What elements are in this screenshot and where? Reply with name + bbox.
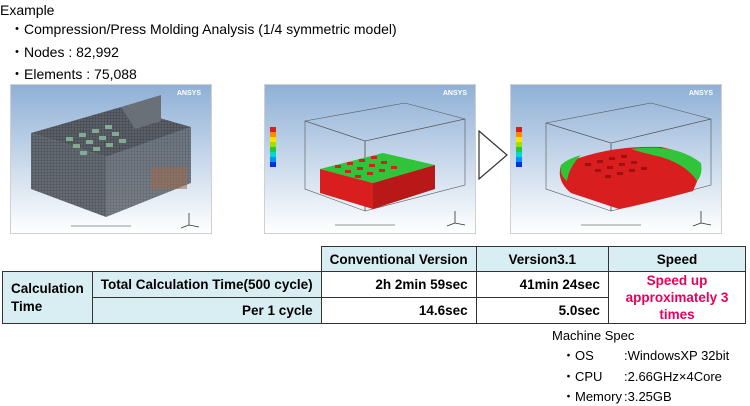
row-label-total: Total Calculation Time(500 cycle) xyxy=(91,271,322,298)
header-version31: Version3.1 xyxy=(475,246,609,272)
result-image-version31: ANSYS xyxy=(511,85,721,233)
panel3-brand: ANSYS xyxy=(689,90,713,97)
legend-color-bar xyxy=(270,127,276,167)
cell-total-conventional: 2h 2min 59sec xyxy=(320,271,477,298)
header-speed: Speed xyxy=(607,246,747,272)
machine-spec-title: Machine Spec xyxy=(552,328,635,343)
spec-cpu-value: :2.66GHz×4Core xyxy=(624,369,722,384)
arrow-right-icon xyxy=(478,130,508,180)
panel2-brand: ANSYS xyxy=(443,90,467,97)
result-panel-conventional: ANSYS xyxy=(264,84,476,234)
row-label-per-cycle: Per 1 cycle xyxy=(91,297,322,324)
mesh-model-image: ANSYS xyxy=(11,85,211,233)
description-line-nodes: ・Nodes : 82,992 xyxy=(10,44,119,60)
result-image-conventional: ANSYS xyxy=(265,85,475,233)
mesh-model-panel: ANSYS xyxy=(10,84,212,234)
speed-result: Speed up approximately 3 times xyxy=(607,271,747,324)
header-conventional-version: Conventional Version xyxy=(320,246,477,272)
example-title: Example xyxy=(0,2,55,18)
spec-os-value: :WindowsXP 32bit xyxy=(624,348,730,363)
description-line-elements: ・Elements : 75,088 xyxy=(10,66,137,82)
spec-memory-key: ・Memory xyxy=(562,389,622,404)
spec-os-key: ・OS xyxy=(562,348,594,363)
cell-percycle-conventional: 14.6sec xyxy=(320,297,477,324)
description-line-analysis: ・Compression/Press Molding Analysis (1/4… xyxy=(10,21,397,37)
row-group-calculation-time: Calculation Time xyxy=(2,271,93,324)
cell-percycle-version31: 5.0sec xyxy=(475,297,609,324)
result-panel-version31: ANSYS xyxy=(510,84,722,234)
spec-cpu-key: ・CPU xyxy=(562,369,603,384)
calculation-time-table: Conventional Version Version3.1 Speed Ca… xyxy=(2,246,747,324)
cell-total-version31: 41min 24sec xyxy=(475,271,609,298)
panel1-brand: ANSYS xyxy=(177,90,201,97)
spec-memory-value: :3.25GB xyxy=(624,389,672,404)
